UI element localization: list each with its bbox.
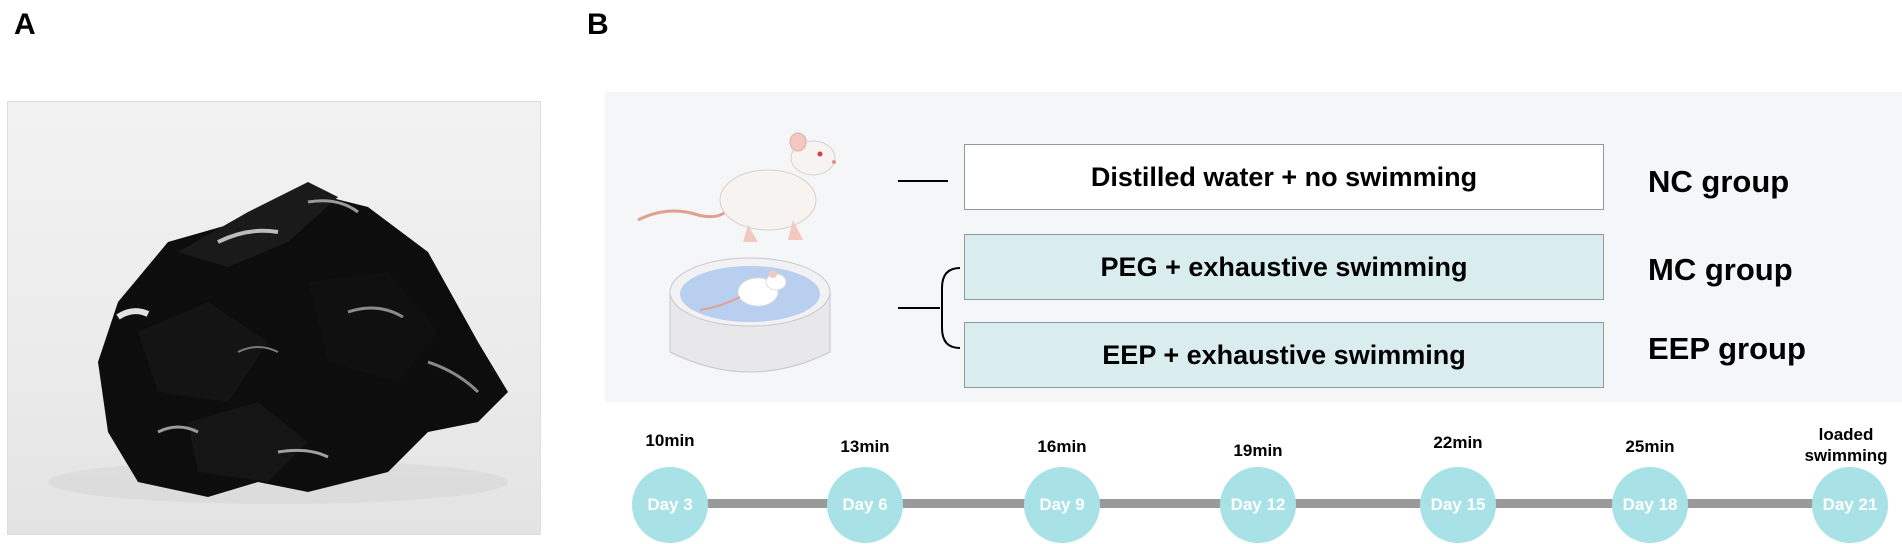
- duration-label: 25min: [1625, 437, 1675, 456]
- mc-treatment-box: PEG + exhaustive swimming: [964, 234, 1604, 300]
- nc-group-label: NC group: [1648, 164, 1790, 199]
- day-marker: Day 3: [632, 467, 708, 543]
- panel-a-label: A: [14, 8, 36, 41]
- duration-label: 13min: [840, 437, 890, 456]
- eep-treatment-box: EEP + exhaustive swimming: [964, 322, 1604, 388]
- mc-group-label: MC group: [1648, 252, 1793, 287]
- day-marker: Day 21: [1812, 467, 1888, 543]
- eep-group-label: EEP group: [1648, 331, 1806, 366]
- duration-label: 22min: [1433, 433, 1483, 452]
- panel-b-label: B: [587, 8, 609, 41]
- swimming-pool-illustration: [660, 252, 840, 407]
- bracket-connector: [898, 267, 961, 349]
- duration-label: 16min: [1037, 437, 1087, 456]
- duration-label: loaded swimming: [1804, 425, 1888, 465]
- day-marker: Day 9: [1024, 467, 1100, 543]
- duration-label: 19min: [1233, 441, 1283, 460]
- day-marker: Day 15: [1420, 467, 1496, 543]
- day-marker: Day 12: [1220, 467, 1296, 543]
- nc-treatment-box: Distilled water + no swimming: [964, 144, 1604, 210]
- duration-label: 10min: [645, 431, 695, 450]
- mouse-illustration: [628, 120, 848, 255]
- day-marker: Day 18: [1612, 467, 1688, 543]
- sample-photo: [7, 101, 541, 535]
- nc-connector: [898, 180, 948, 182]
- day-marker: Day 6: [827, 467, 903, 543]
